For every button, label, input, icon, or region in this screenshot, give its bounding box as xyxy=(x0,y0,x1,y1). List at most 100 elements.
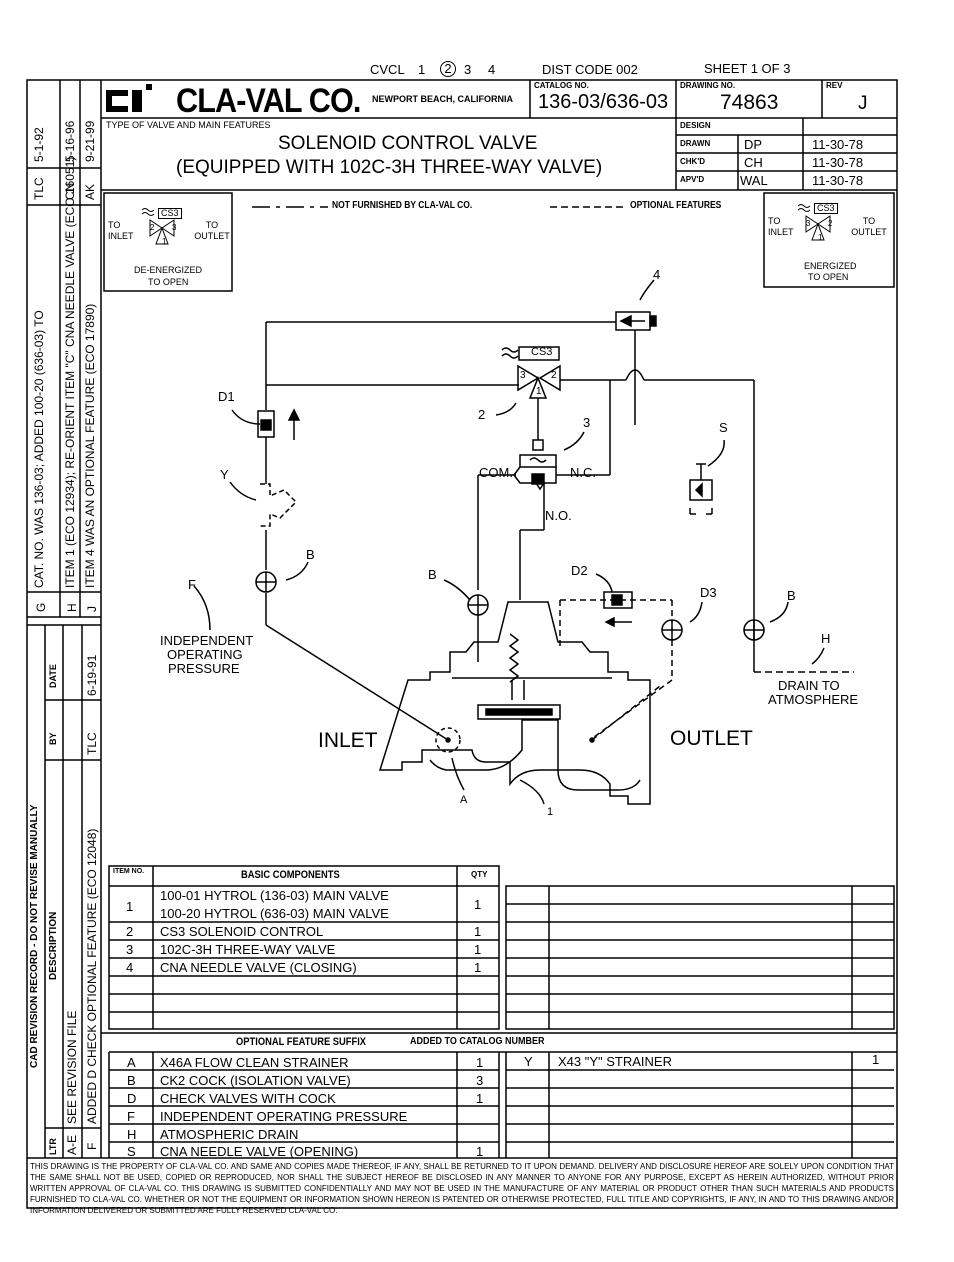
opt-y-desc: X43 "Y" STRAINER xyxy=(558,1054,672,1069)
item-2-qty: 1 xyxy=(474,924,482,939)
title-line-2: (EQUIPPED WITH 102C-3H THREE-WAY VALVE) xyxy=(176,157,603,178)
item-2-desc: CS3 SOLENOID CONTROL xyxy=(160,924,324,939)
drawn-by: DP xyxy=(744,137,763,152)
label-d3: D3 xyxy=(700,585,717,600)
opt-h-code: H xyxy=(127,1127,137,1142)
right-inset-port-1: 1 xyxy=(818,233,823,242)
item-no-header: ITEM NO. xyxy=(113,868,145,875)
label-a: A xyxy=(460,794,468,806)
label-b-right: B xyxy=(787,588,796,603)
independent-line-1: INDEPENDENT xyxy=(160,633,254,648)
opt-y-qty: 1 xyxy=(872,1052,880,1067)
dist-code: DIST CODE 002 xyxy=(542,62,638,77)
item-4-qty: 1 xyxy=(474,960,482,975)
opt-a-desc: X46A FLOW CLEAN STRAINER xyxy=(160,1055,349,1070)
label-2: 2 xyxy=(478,407,486,422)
opt-d-code: D xyxy=(127,1091,137,1106)
opt-y-code: Y xyxy=(524,1054,533,1069)
right-inset-to-outlet: TO OUTLET xyxy=(851,216,887,237)
label-nc: N.C. xyxy=(570,465,596,480)
drain-line-2: ATMOSPHERE xyxy=(768,692,859,707)
item-1-no: 1 xyxy=(126,899,134,914)
outlet-label: OUTLET xyxy=(670,727,753,750)
left-inset-port-1: 1 xyxy=(162,237,167,246)
opt-f-code: F xyxy=(127,1109,135,1124)
approved-by: WAL xyxy=(740,173,768,188)
opt-h-desc: ATMOSPHERIC DRAIN xyxy=(160,1127,299,1142)
label-4: 4 xyxy=(653,267,661,282)
right-inset-solenoid-icon xyxy=(797,204,831,241)
drain-line-1: DRAIN TO xyxy=(778,678,840,693)
title-line-1: SOLENOID CONTROL VALVE xyxy=(278,133,538,154)
item-3-qty: 1 xyxy=(474,942,482,957)
drawn-label: DRAWN xyxy=(680,139,711,148)
legend-not-furnished: NOT FURNISHED BY CLA-VAL CO. xyxy=(332,200,473,211)
right-inset-cs3-tag: CS3 xyxy=(814,203,838,214)
left-inset-cs3-tag: CS3 xyxy=(158,208,182,219)
label-3: 3 xyxy=(583,415,591,430)
cvcl-number-2-circled: 2 xyxy=(440,61,456,77)
property-notice: THIS DRAWING IS THE PROPERTY OF CLA-VAL … xyxy=(30,1162,894,1215)
opt-s-code: S xyxy=(127,1144,136,1159)
cvcl-number-3: 3 xyxy=(464,62,472,77)
item-3-no: 3 xyxy=(126,942,134,957)
right-inset-to-inlet: TO INLET xyxy=(768,216,794,237)
rev-letter: J xyxy=(858,93,868,114)
rev-label: REV xyxy=(826,81,843,90)
item-4-no: 4 xyxy=(126,960,134,975)
legend-long-dash xyxy=(252,206,328,208)
solenoid-port-3: 3 xyxy=(520,370,526,381)
design-label: DESIGN xyxy=(680,121,711,130)
optional-added-label: ADDED TO CATALOG NUMBER xyxy=(410,1036,545,1047)
cla-val-logo-icon xyxy=(106,84,152,112)
qty-header: QTY xyxy=(471,870,488,879)
right-inset-caption-2: TO OPEN xyxy=(808,272,849,282)
label-no: N.O. xyxy=(545,508,572,523)
sheet-number: SHEET 1 OF 3 xyxy=(704,61,791,76)
checked-date: 11-30-78 xyxy=(812,155,864,170)
solenoid-cs3-tag: CS3 xyxy=(531,346,553,358)
label-s: S xyxy=(719,420,728,435)
left-inset-port-3: 3 xyxy=(172,223,177,232)
right-inset-port-2: 2 xyxy=(828,219,833,228)
catalog-label: CATALOG NO. xyxy=(534,81,589,90)
opt-b-qty: 3 xyxy=(476,1073,484,1088)
left-inset-to-outlet: TO OUTLET xyxy=(194,220,230,241)
opt-s-qty: 1 xyxy=(476,1144,484,1159)
item-1-desc-b: 100-20 HYTROL (636-03) MAIN VALVE xyxy=(160,906,389,921)
label-d1: D1 xyxy=(218,389,235,404)
opt-d-desc: CHECK VALVES WITH COCK xyxy=(160,1091,336,1106)
left-inset-to-inlet: TO INLET xyxy=(108,220,134,241)
right-inset-port-3: 3 xyxy=(806,219,811,228)
left-inset-caption-2: TO OPEN xyxy=(148,277,189,287)
opt-a-code: A xyxy=(127,1055,136,1070)
opt-s-desc: CNA NEEDLE VALVE (OPENING) xyxy=(160,1144,359,1159)
left-inset-solenoid-icon xyxy=(141,208,175,245)
legend-optional: OPTIONAL FEATURES xyxy=(630,200,722,211)
left-inset-port-2: 2 xyxy=(150,223,155,232)
label-d2: D2 xyxy=(571,563,588,578)
solenoid-port-2: 2 xyxy=(551,370,557,381)
solenoid-port-1: 1 xyxy=(536,386,542,397)
independent-line-2: OPERATING xyxy=(167,647,243,662)
item-1-desc-a: 100-01 HYTROL (136-03) MAIN VALVE xyxy=(160,888,389,903)
drawing-label: DRAWING NO. xyxy=(680,81,736,90)
catalog-number: 136-03/636-03 xyxy=(538,91,669,113)
independent-line-3: PRESSURE xyxy=(168,661,240,676)
label-y: Y xyxy=(220,467,229,482)
company-location: NEWPORT BEACH, CALIFORNIA xyxy=(372,94,513,104)
legend-short-dash xyxy=(550,206,624,208)
checked-label: CHK'D xyxy=(680,157,706,166)
label-1: 1 xyxy=(547,806,554,818)
basic-components-title: BASIC COMPONENTS xyxy=(241,869,340,881)
type-label: TYPE OF VALVE AND MAIN FEATURES xyxy=(106,120,271,130)
item-1-qty: 1 xyxy=(474,897,482,912)
item-3-desc: 102C-3H THREE-WAY VALVE xyxy=(160,942,336,957)
cvcl-label: CVCL xyxy=(370,62,405,77)
drawn-date: 11-30-78 xyxy=(812,137,864,152)
drawing-number: 74863 xyxy=(720,91,779,114)
cvcl-number-4: 4 xyxy=(488,62,496,77)
label-b-middle: B xyxy=(428,567,437,582)
